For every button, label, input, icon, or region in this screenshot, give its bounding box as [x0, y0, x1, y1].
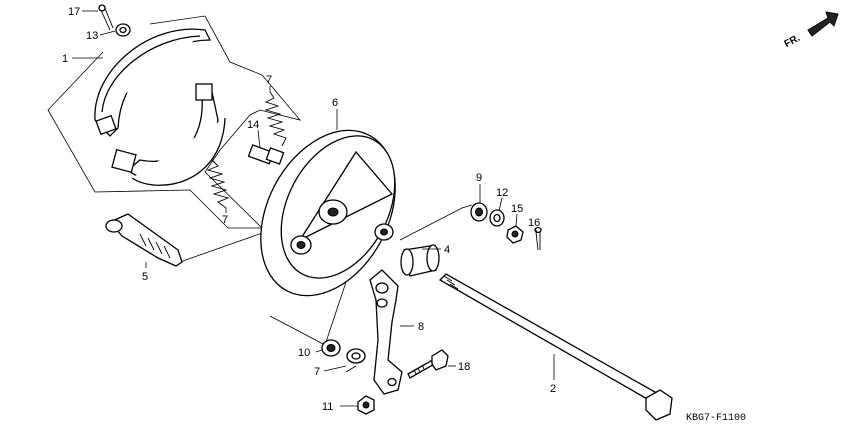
brake-panel-4: [260, 129, 396, 297]
front-direction-arrow: FR.: [783, 11, 839, 50]
callout-11: 11: [322, 401, 333, 413]
callout-13: 13: [86, 30, 98, 42]
brake-shoe-upper: [94, 28, 212, 137]
callout-7-upper: 7: [266, 74, 272, 86]
callout-1: 1: [62, 53, 68, 65]
callout-6: 7: [314, 366, 320, 378]
callout-12: 12: [496, 187, 508, 199]
washer-12: [489, 209, 505, 227]
callout-8: 8: [418, 321, 424, 333]
washer-10: [321, 339, 341, 357]
leader-lines: [72, 10, 555, 407]
brake-arm-8: [369, 269, 403, 395]
plain-washer-13: [115, 23, 131, 37]
brake-cam-5: [105, 213, 183, 267]
brake-shoe-lower: [111, 83, 226, 186]
callout-3: 4: [444, 244, 450, 256]
callout-14: 14: [247, 119, 259, 131]
spring-upper: [264, 91, 287, 147]
front-direction-label: FR.: [783, 33, 803, 50]
washer-bracket: [399, 204, 473, 241]
callout-4: 6: [332, 97, 338, 109]
bolt-18: [407, 349, 449, 379]
callout-17: 17: [68, 6, 80, 18]
nut-11: [357, 395, 375, 415]
cotter-pin: [98, 4, 114, 31]
rear-axle-2: [438, 273, 673, 421]
callout-18: 18: [458, 361, 470, 373]
callout-7-lower: 7: [222, 214, 228, 226]
callout-10: 10: [298, 347, 310, 359]
callout-labels: 17 13 1 7 14 6 7 5 9 12 15 16 4 8 10 7 1…: [62, 6, 556, 413]
panel-to-axle-bracket: [179, 224, 269, 263]
callout-2: 2: [550, 383, 556, 395]
spring-washer-6: [345, 348, 366, 373]
callout-9: 9: [476, 172, 482, 184]
nut-15: [506, 225, 524, 244]
diagram-code: KBG7-F1100: [686, 413, 746, 424]
shoe-group-bracket: [47, 15, 302, 229]
collar-3: [400, 244, 440, 277]
callout-15: 15: [511, 203, 523, 215]
callout-5: 5: [142, 271, 148, 283]
spring-lower: [206, 159, 230, 209]
callout-16: 16: [528, 217, 540, 229]
anchor-pin-14: [247, 144, 285, 165]
cotter-pin-16: [534, 226, 542, 251]
washer-9: [470, 202, 488, 222]
